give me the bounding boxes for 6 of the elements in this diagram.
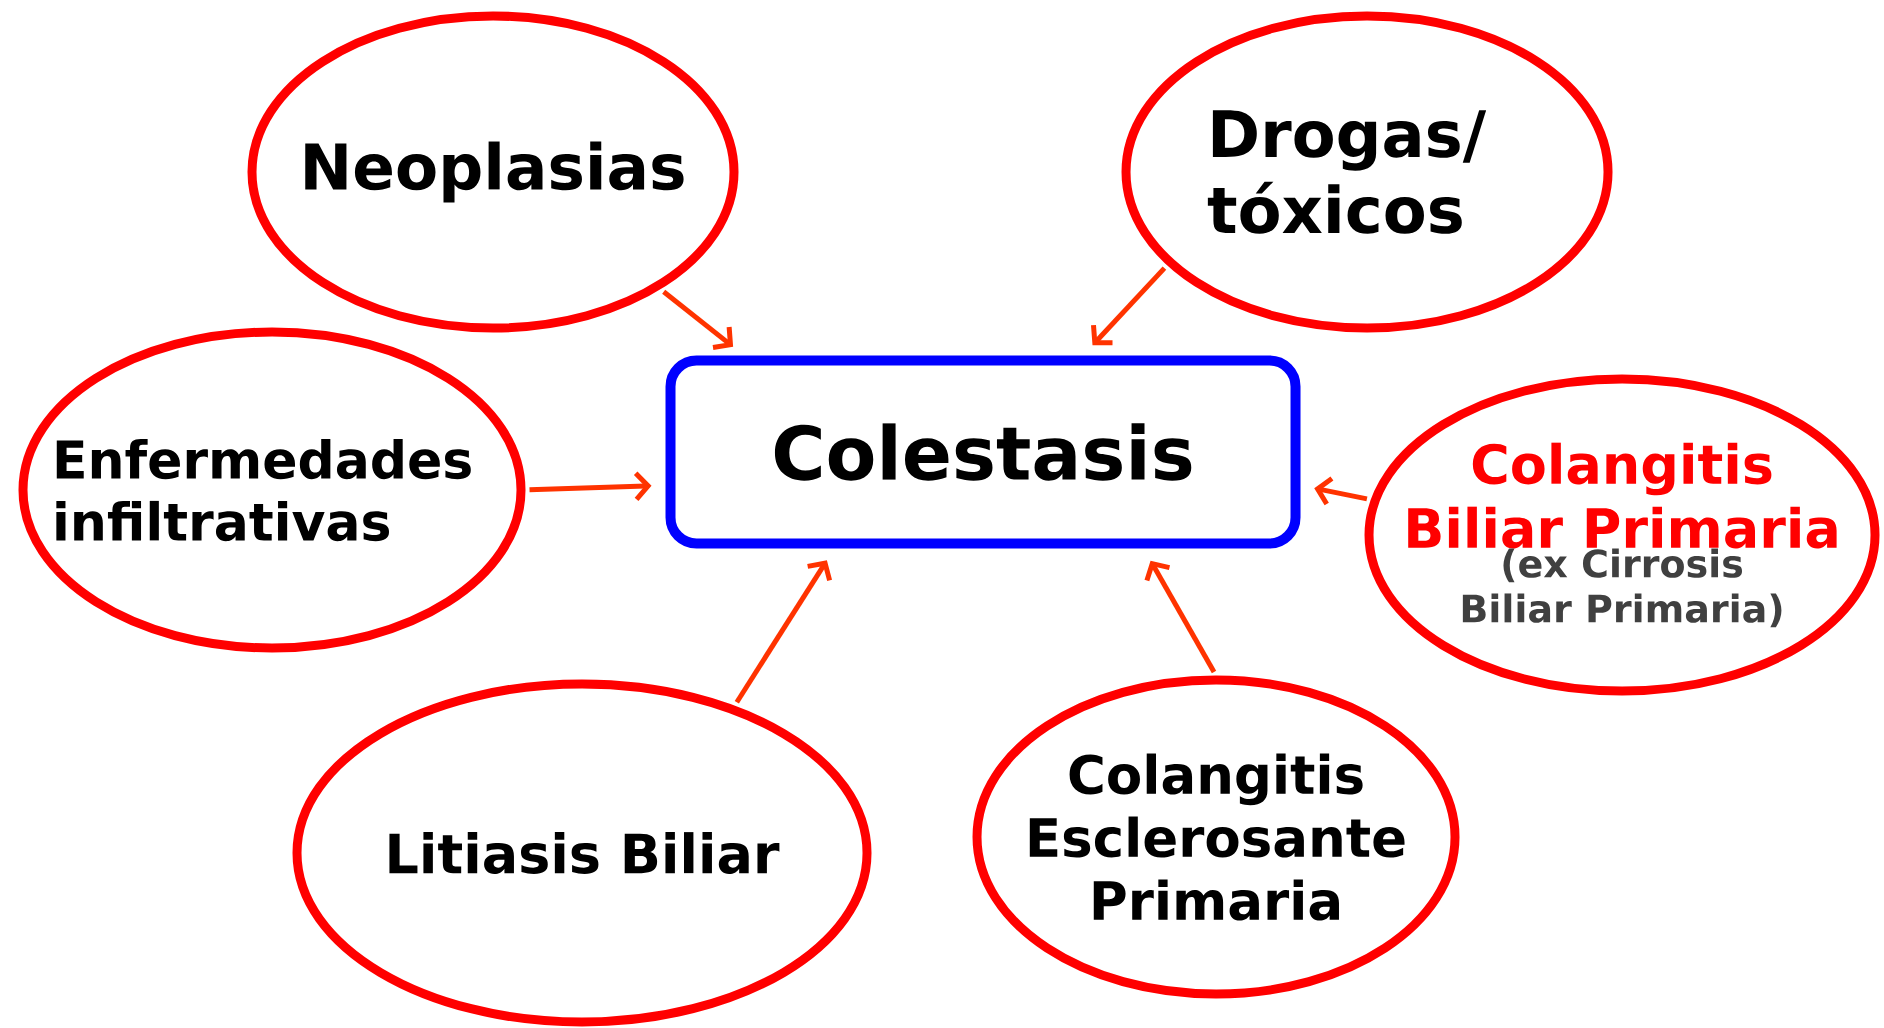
arrow [662, 289, 734, 350]
arrow [529, 471, 652, 501]
arrow [734, 560, 833, 704]
arrow [1144, 560, 1217, 674]
arrow [1091, 266, 1167, 346]
rounded-box: Colestasis [665, 355, 1301, 549]
